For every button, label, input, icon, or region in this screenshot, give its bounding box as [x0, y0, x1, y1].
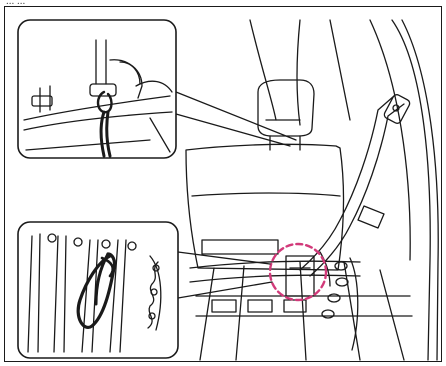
door-pillar	[392, 20, 430, 360]
stowage-location-highlight	[270, 244, 326, 300]
inset-top	[18, 20, 296, 158]
seatback-label-plate	[202, 240, 278, 254]
vehicle-interior-scene	[186, 20, 438, 360]
seat-belt	[300, 93, 411, 276]
front-seatback	[186, 144, 344, 270]
inset-bottom	[18, 222, 272, 358]
